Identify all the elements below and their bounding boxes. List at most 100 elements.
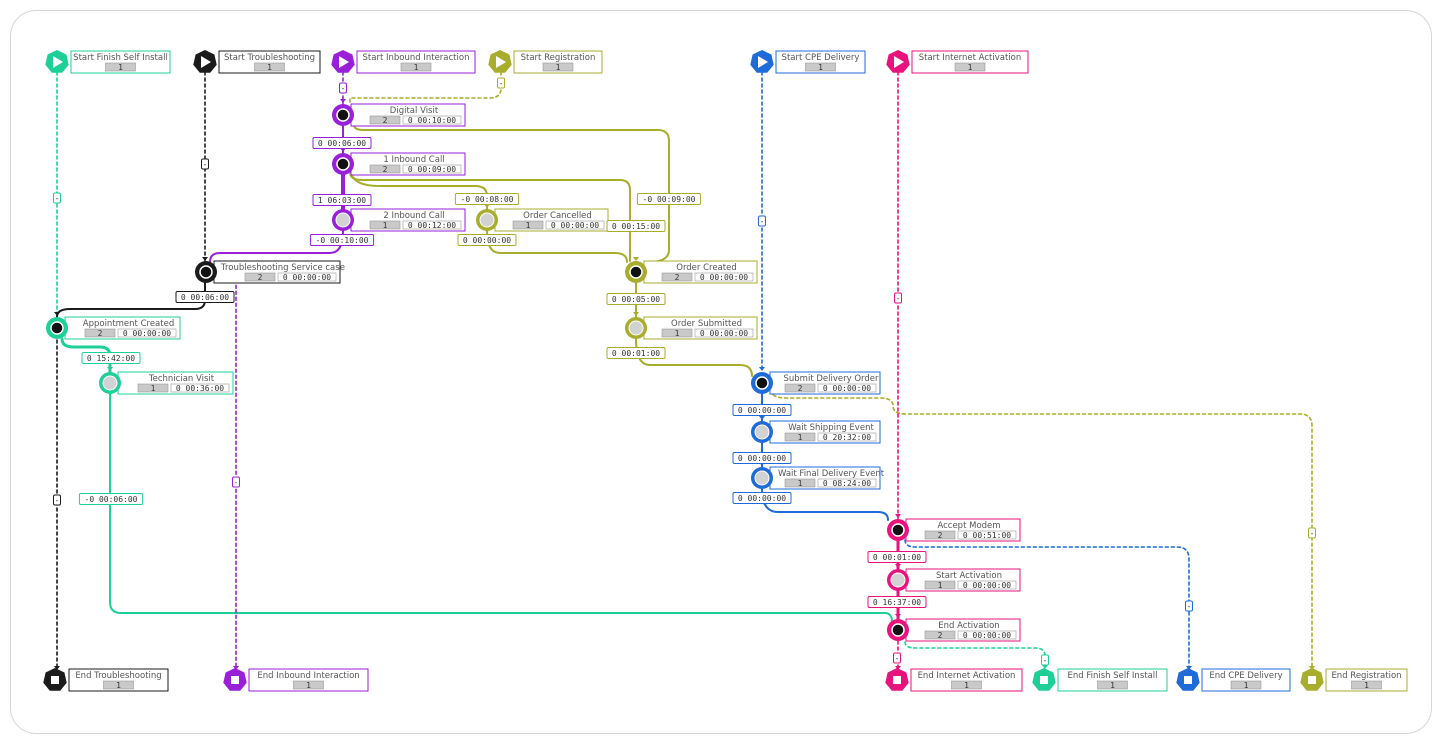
edge-duration-label: 0 00:00:00 <box>732 452 792 464</box>
svg-text:-: - <box>234 478 239 487</box>
node-box <box>911 50 1029 74</box>
duration-cell <box>694 272 754 282</box>
edge-frequency-marker: - <box>339 82 347 94</box>
activity-core <box>628 320 644 336</box>
activity-core <box>336 157 350 171</box>
count-cell <box>924 630 956 640</box>
duration-cell <box>545 220 605 230</box>
count-cell <box>254 62 285 72</box>
node-label: End CPE Delivery <box>1209 671 1282 681</box>
count-cell <box>951 680 982 690</box>
svg-text:-: - <box>203 160 208 169</box>
stop-icon <box>1040 676 1048 684</box>
count-cell <box>954 62 986 72</box>
node-count: 1 <box>1364 681 1369 690</box>
svg-text:0 00:05:00: 0 00:05:00 <box>612 295 660 304</box>
arrow-head <box>1042 665 1048 669</box>
edge-olive-13 <box>353 124 670 263</box>
node-box <box>218 50 321 74</box>
node-label: Start CPE Delivery <box>782 53 860 63</box>
arrow-head <box>340 99 346 103</box>
edge-frequency-marker: - <box>53 192 61 204</box>
node-label: Accept Modem <box>937 521 1000 531</box>
node-count: 1 <box>798 433 803 442</box>
play-icon <box>53 56 63 68</box>
edge-frequency-marker: - <box>201 158 209 170</box>
edge-olive-15 <box>350 169 488 210</box>
svg-text:0 00:15:00: 0 00:15:00 <box>612 222 660 231</box>
node-count: 2 <box>675 273 680 282</box>
edge-frequency-marker: - <box>1308 527 1316 539</box>
edge-frequency-marker: - <box>497 77 505 89</box>
node-duration: 0 00:00:00 <box>551 221 599 230</box>
arrow-head <box>54 312 60 316</box>
node-duration: 0 00:12:00 <box>408 221 456 230</box>
activity-core <box>336 108 350 122</box>
duration-cell <box>957 580 1017 590</box>
edge-duration-label: 0 15:42:00 <box>81 352 141 364</box>
stop-icon <box>893 676 901 684</box>
count-cell <box>784 432 816 442</box>
edge-frequency-marker: - <box>1185 600 1193 612</box>
edge-frequency-marker: - <box>758 215 766 227</box>
node-box <box>910 668 1023 692</box>
edge-olive-12 <box>349 71 502 105</box>
svg-text:0 00:00:00: 0 00:00:00 <box>738 454 786 463</box>
edge-duration-label: -0 00:09:00 <box>636 193 702 205</box>
node-duration: 0 20:32:00 <box>823 433 871 442</box>
edge-purple-11 <box>216 271 237 672</box>
node-count: 1 <box>1244 681 1249 690</box>
arrow-head <box>233 666 239 670</box>
node-label: Order Created <box>676 263 737 273</box>
node-label: Start Internet Activation <box>919 53 1021 63</box>
node-duration: 0 00:51:00 <box>963 531 1011 540</box>
node-duration: 0 00:09:00 <box>408 165 456 174</box>
node-count: 1 <box>383 221 388 230</box>
edge-duration-label: 0 00:00:00 <box>732 404 792 416</box>
node-label: Wait Final Delivery Event <box>778 469 885 479</box>
node-count: 2 <box>938 631 943 640</box>
activity-core <box>335 212 351 228</box>
node-count: 2 <box>938 531 943 540</box>
activity-core <box>755 376 769 390</box>
node-count: 1 <box>556 63 561 72</box>
play-icon <box>758 56 768 68</box>
edge-blue-24 <box>904 539 1190 672</box>
duration-cell <box>817 478 877 488</box>
duration-cell <box>402 164 462 174</box>
count-cell <box>924 580 956 590</box>
arrow-head <box>633 257 639 261</box>
node-box <box>1057 668 1168 692</box>
play-icon <box>894 56 904 68</box>
edge-olive-19 <box>769 389 1313 672</box>
